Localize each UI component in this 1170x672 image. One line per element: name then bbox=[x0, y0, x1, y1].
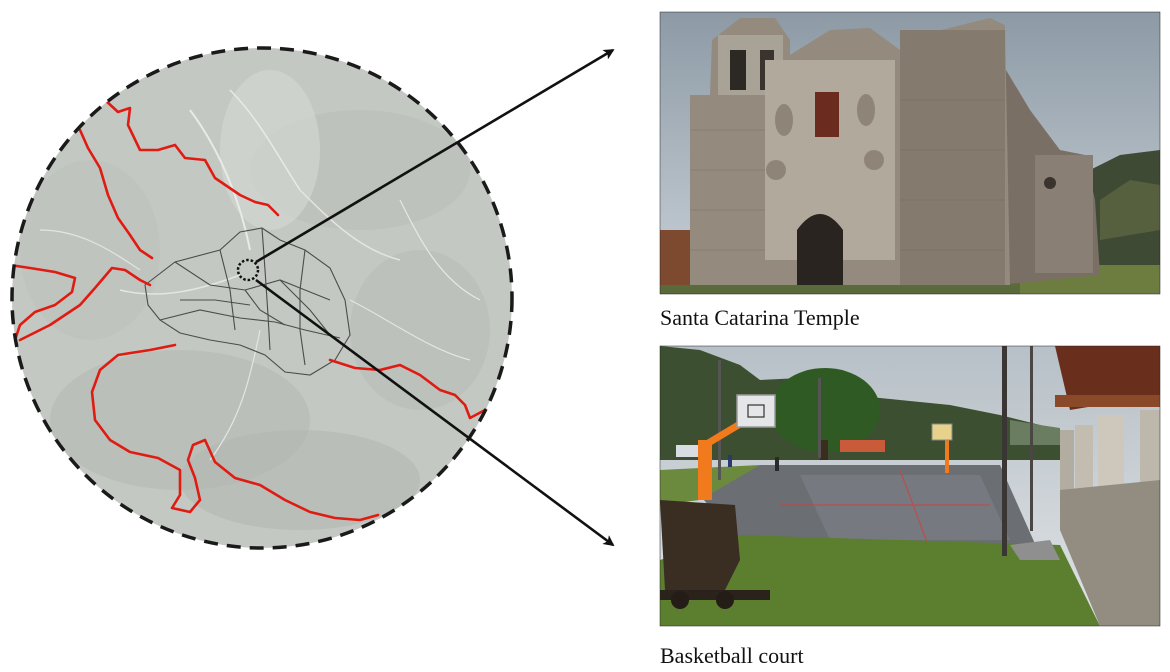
red-boundary-lines bbox=[12, 98, 497, 522]
temple-photo-frame bbox=[659, 11, 1161, 295]
court-photo-frame bbox=[659, 345, 1161, 627]
arrow-to-temple bbox=[255, 48, 615, 264]
temple-photo bbox=[660, 12, 1160, 294]
map-dashed-border bbox=[10, 46, 514, 550]
map-terrain bbox=[12, 70, 497, 530]
arrow-to-court bbox=[255, 278, 615, 547]
court-caption: Basketball court bbox=[660, 643, 804, 668]
aerial-map bbox=[10, 46, 514, 550]
town-center-marker bbox=[236, 258, 260, 282]
temple-caption: Santa Catarina Temple bbox=[660, 305, 860, 330]
court-photo bbox=[660, 346, 1160, 626]
